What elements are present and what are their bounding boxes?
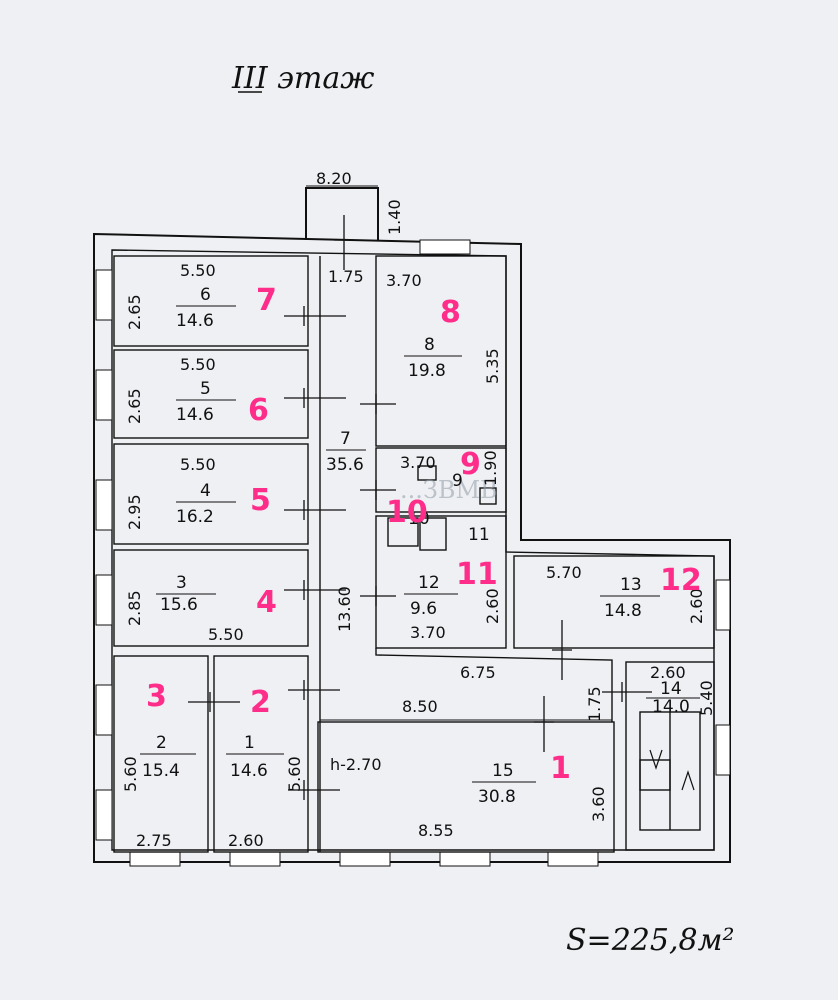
room-height-label: 2.60 [483, 588, 502, 624]
room-number: 12 [418, 573, 440, 593]
porch-height-label: 1.40 [385, 199, 404, 235]
pink-mark: 2 [250, 685, 271, 720]
room-13: 5.70 13 14.8 2.60 12 [546, 563, 706, 624]
room-area: 14.6 [176, 311, 214, 331]
room-area: 14.6 [176, 405, 214, 425]
door-marks [188, 215, 652, 800]
room-number: 4 [200, 481, 211, 501]
room-width-label: 5.70 [546, 563, 582, 582]
room-number: 8 [424, 335, 435, 355]
room-number: 15 [492, 761, 514, 781]
room-width-label: 3.70 [410, 623, 446, 642]
room-number: 9 [452, 471, 463, 491]
room-number: 3 [176, 573, 187, 593]
corridor-width-label: 1.75 [328, 267, 364, 286]
room-5: 5.50 5 14.6 2.65 6 [125, 355, 269, 428]
pink-mark: 3 [146, 679, 167, 714]
room-width-label: 2.60 [228, 831, 264, 850]
hall-height-label: 1.75 [585, 686, 604, 722]
room-area: 14.0 [652, 697, 690, 717]
room-10: 10 10 [386, 495, 430, 530]
room-number: 10 [408, 509, 430, 529]
room-area: 15.4 [142, 761, 180, 781]
porch-width-label: 8.20 [316, 169, 352, 188]
room-number: 14 [660, 679, 682, 699]
room-area: 35.6 [326, 455, 364, 475]
pink-mark: 5 [250, 483, 271, 518]
room-height-label: 3.60 [589, 786, 608, 822]
room-11: 11 [468, 525, 490, 545]
windows [95, 239, 731, 867]
pink-mark: 9 [460, 447, 481, 482]
room-bottom-width-label: 5.50 [208, 625, 244, 644]
room-7-corridor: 1.75 7 35.6 13.60 [326, 267, 366, 632]
room-width-label: 5.50 [180, 261, 216, 280]
stairs-arrow-icon [649, 749, 695, 791]
room-3: 3 15.6 2.85 4 5.50 [125, 573, 277, 644]
room-area: 19.8 [408, 361, 446, 381]
room-number: 7 [340, 429, 351, 449]
pink-mark: 10 [386, 495, 428, 530]
pink-mark: 7 [256, 283, 277, 318]
ceiling-height-label: h-2.70 [330, 755, 382, 774]
room-height-label: 2.85 [125, 590, 144, 626]
pink-mark: 4 [256, 585, 277, 620]
room-height-label: 5.35 [483, 348, 502, 384]
room-15: h-2.70 15 30.8 8.55 3.60 1 [330, 751, 608, 840]
pink-mark: 1 [550, 751, 571, 786]
room-height-label: 2.60 [687, 588, 706, 624]
hall-length-label: 8.50 [402, 697, 438, 716]
room-height-label: 5.40 [697, 680, 716, 716]
room-height-label: 1.90 [481, 450, 500, 486]
room-width-label: 8.55 [418, 821, 454, 840]
room-6: 5.50 6 14.6 2.65 7 [125, 261, 277, 331]
room-14-stairwell: 2.60 14 14.0 5.40 [646, 663, 716, 791]
room-area: 30.8 [478, 787, 516, 807]
room-width-label: 2.60 [650, 663, 686, 682]
room-width-label: 3.70 [386, 271, 422, 290]
room-number: 2 [156, 733, 167, 753]
pink-mark: 8 [440, 295, 461, 330]
room-2: 2 15.4 5.60 2.75 3 [121, 679, 196, 850]
watermark: ...ЗВМВ [400, 476, 498, 504]
room-area: 16.2 [176, 507, 214, 527]
total-area: S=225,8м² [566, 923, 734, 958]
interior-walls [113, 255, 715, 853]
room-number: 5 [200, 379, 211, 399]
room-1: 1 14.6 5.60 2.60 2 [226, 685, 304, 850]
room-area: 9.6 [410, 599, 437, 619]
room-4: 5.50 4 16.2 2.95 5 [125, 455, 271, 530]
room-width-label: 5.50 [180, 355, 216, 374]
room-width-label: 2.75 [136, 831, 172, 850]
room-height-label: 5.60 [121, 756, 140, 792]
room-height-label: 2.95 [125, 494, 144, 530]
room-width-label: 5.50 [180, 455, 216, 474]
room-8: 3.70 8 19.8 5.35 8 [386, 271, 502, 384]
room-area: 14.6 [230, 761, 268, 781]
hall-width-label: 6.75 [460, 663, 496, 682]
pink-mark: 6 [248, 393, 269, 428]
room-9: 3.70 9 1.90 9 [400, 447, 500, 491]
room-12: 12 9.6 3.70 2.60 11 [404, 557, 502, 642]
room-number: 6 [200, 285, 211, 305]
room-height-label: 5.60 [285, 756, 304, 792]
room-height-label: 2.65 [125, 388, 144, 424]
room-area: 15.6 [160, 595, 198, 615]
floor-title: III этаж [231, 61, 374, 96]
corridor-length-label: 13.60 [335, 586, 354, 632]
room-area: 14.8 [604, 601, 642, 621]
room-height-label: 2.65 [125, 294, 144, 330]
pink-mark: 12 [660, 563, 702, 598]
room-width-label: 3.70 [400, 453, 436, 472]
pink-mark: 11 [456, 557, 498, 592]
hall-dimensions: 6.75 8.50 1.75 [320, 663, 612, 722]
top-porch: 8.20 1.40 [305, 169, 404, 240]
room-number: 11 [468, 525, 490, 545]
room-number: 13 [620, 575, 642, 595]
room-number: 1 [244, 733, 255, 753]
